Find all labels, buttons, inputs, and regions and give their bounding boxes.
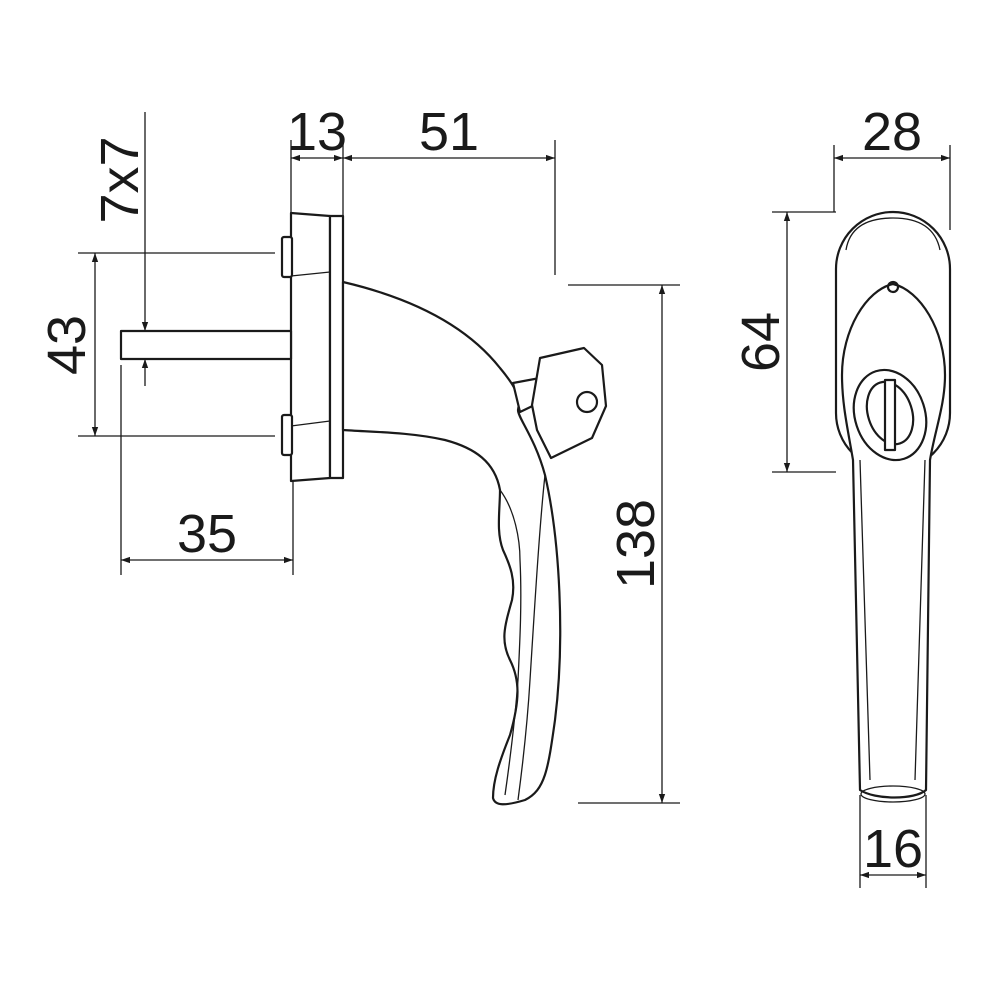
rosette-base-side	[289, 211, 332, 483]
dim-13-label: 13	[287, 102, 347, 162]
rosette-cover-side	[328, 214, 345, 480]
dim-16-label: 16	[863, 819, 923, 879]
top-screw-side	[280, 235, 294, 279]
front-view	[834, 210, 952, 803]
side-view	[119, 211, 608, 806]
dim-138-label: 138	[606, 499, 666, 589]
dimension-lines: 13 51 7x7 43 35 138 28 64 16	[37, 102, 951, 888]
bottom-screw-side	[280, 413, 294, 457]
dim-64-label: 64	[731, 312, 791, 372]
dim-7x7-label: 7x7	[90, 136, 150, 223]
key-icon	[511, 346, 608, 460]
handle-front	[840, 282, 947, 799]
dim-35-label: 35	[177, 504, 237, 564]
dim-43-label: 43	[37, 315, 97, 375]
handle-lever-side	[341, 280, 562, 806]
spindle-side	[119, 329, 293, 361]
dim-28-label: 28	[862, 102, 922, 162]
lock-cylinder-icon	[852, 280, 928, 462]
dim-51-label: 51	[419, 102, 479, 162]
